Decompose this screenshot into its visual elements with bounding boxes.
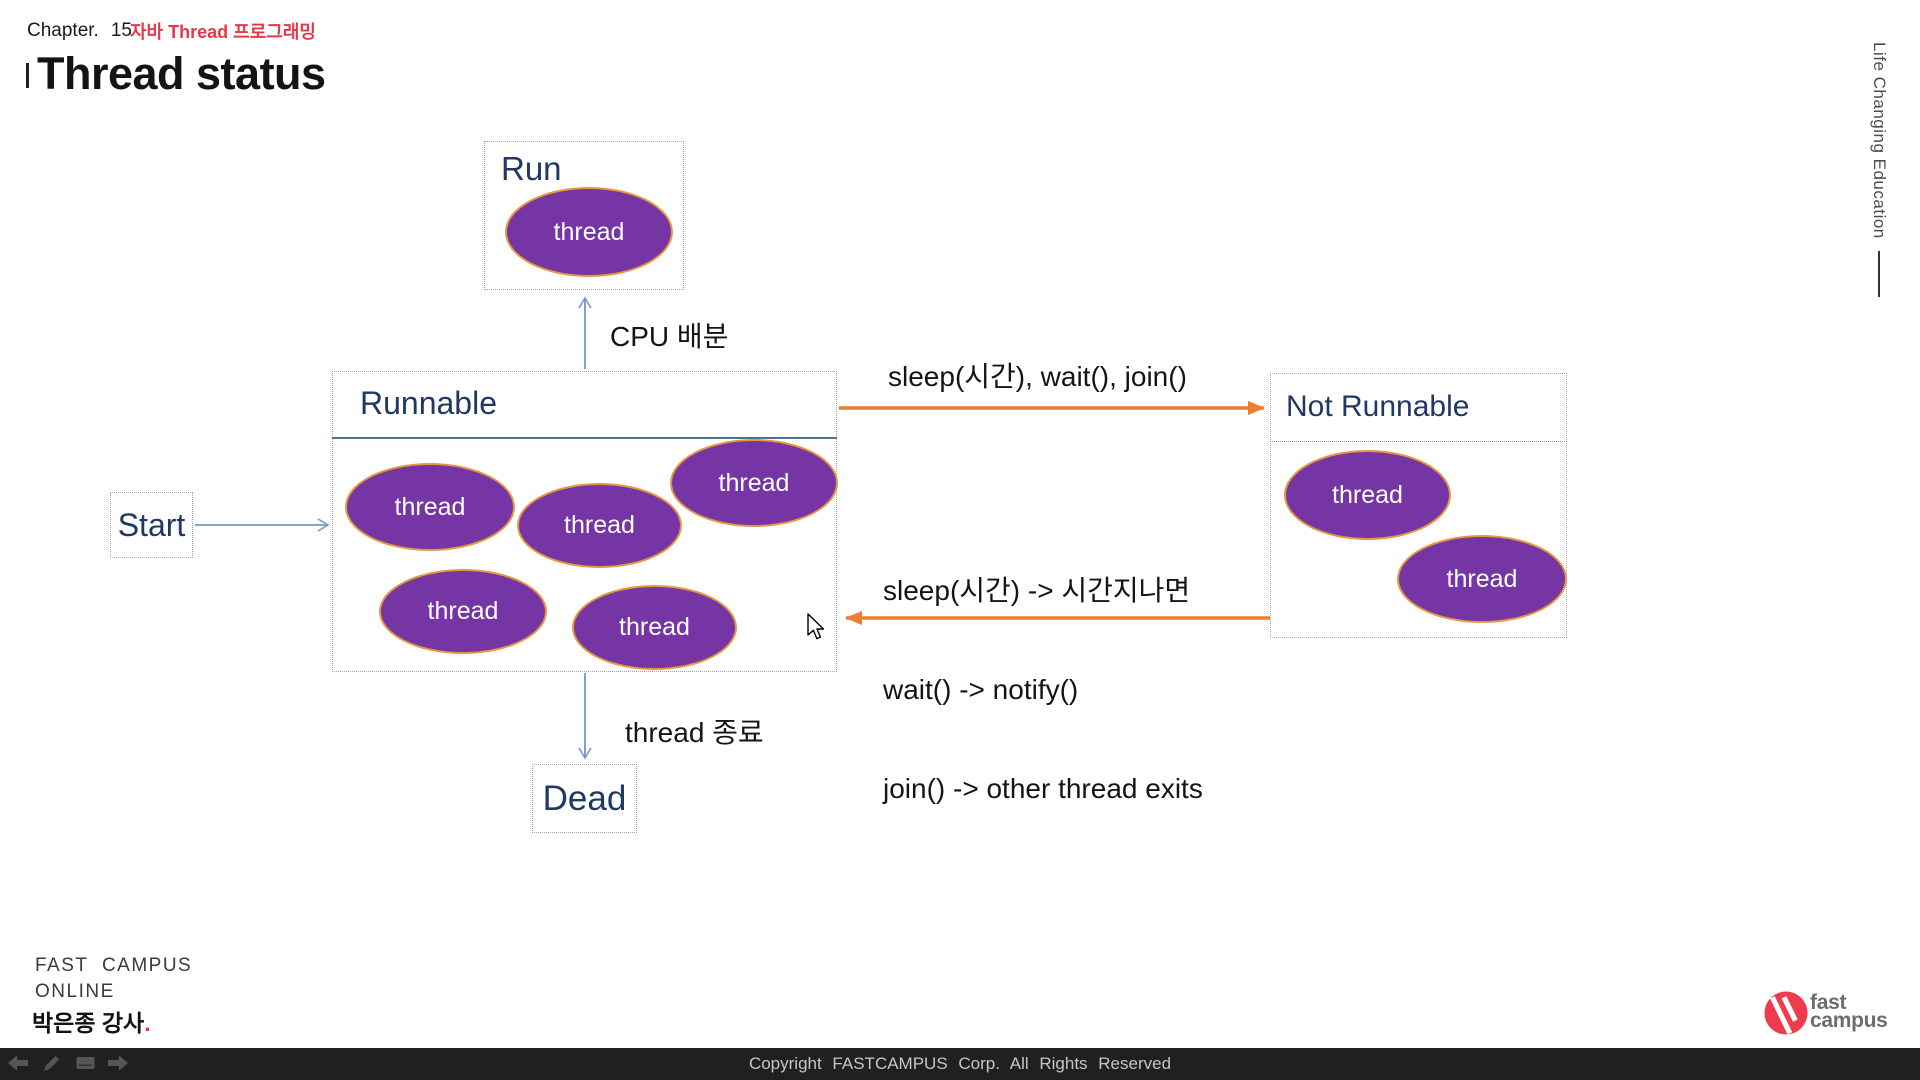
fastcampus-logo-mark <box>1764 991 1808 1035</box>
thread-label: thread <box>427 597 499 625</box>
brand-line-1: FAST CAMPUS <box>35 955 193 976</box>
thread-ellipse: thread <box>505 187 673 277</box>
eraser-button[interactable] <box>73 1052 97 1074</box>
start-state-box: Start <box>110 492 193 558</box>
back-icon <box>8 1055 28 1071</box>
instructor-text: 박은종 강사 <box>32 1010 145 1036</box>
chapter-line: Chapter. 15 <box>27 20 132 42</box>
dead-state-label: Dead <box>542 779 627 818</box>
thread-label: thread <box>394 492 466 521</box>
thread-label: thread <box>1332 480 1403 509</box>
instructor-name: 박은종 강사. <box>32 1012 151 1035</box>
mouse-cursor <box>807 613 825 640</box>
runnable-state-title: Runnable <box>360 385 497 421</box>
wake-condition-line: wait() -> notify() <box>883 674 1079 705</box>
vertical-tagline: Life Changing Education <box>1869 42 1889 297</box>
chapter-number: 15 <box>110 20 132 41</box>
thread-label: thread <box>1446 564 1518 593</box>
chapter-label: Chapter. <box>27 20 99 41</box>
brand-line-2: ONLINE <box>35 981 115 1002</box>
eraser-icon <box>76 1057 94 1069</box>
pencil-button[interactable] <box>40 1052 64 1074</box>
title-accent-bar <box>26 63 29 88</box>
thread-ellipse: thread <box>670 439 838 527</box>
not-runnable-divider <box>1270 441 1567 442</box>
runnable-divider <box>332 437 837 439</box>
logo-word-campus: campus <box>1810 1009 1888 1032</box>
copyright-text: Copyright FASTCAMPUS Corp. All Rights Re… <box>748 1054 1172 1073</box>
wake-condition-line: sleep(시간) -> 시간지나면 <box>883 575 1191 606</box>
dead-state-box: Dead <box>532 764 637 833</box>
thread-ellipse: thread <box>345 463 515 551</box>
thread-ellipse: thread <box>1284 450 1451 540</box>
tagline-text: Life Changing Education <box>1870 42 1889 239</box>
thread-ellipse: thread <box>1397 535 1567 623</box>
thread-ellipse: thread <box>517 483 682 568</box>
thread-label: thread <box>619 613 690 641</box>
not-runnable-state-title: Not Runnable <box>1286 390 1470 423</box>
cpu-dispatch-label: CPU 배분 <box>610 321 729 352</box>
tagline-dash <box>1878 250 1880 297</box>
thread-ellipse: thread <box>379 569 547 654</box>
thread-ellipse: thread <box>572 585 737 670</box>
fastcampus-logo-text: fast campus <box>1810 991 1888 1032</box>
thread-label: thread <box>564 511 635 539</box>
terminate-label: thread 종료 <box>625 717 764 748</box>
fastcampus-logo <box>1763 990 1913 1038</box>
forward-icon <box>108 1055 128 1071</box>
start-state-label: Start <box>117 507 186 543</box>
forward-button[interactable] <box>106 1052 130 1074</box>
thread-label: thread <box>553 217 625 246</box>
back-button[interactable] <box>6 1052 30 1074</box>
page-title: Thread status <box>37 48 326 99</box>
pencil-icon <box>44 1056 59 1071</box>
course-title: 자바 Thread 프로그래밍 <box>130 22 316 42</box>
run-state-title: Run <box>501 150 562 187</box>
logo-word-fast: fast <box>1810 991 1847 1014</box>
wake-conditions-block: sleep(시간) -> 시간지나면 wait() -> notify() jo… <box>883 508 1203 871</box>
wake-condition-line: join() -> other thread exits <box>883 773 1203 804</box>
player-bar <box>0 1048 1920 1080</box>
instructor-period: . <box>144 1010 151 1036</box>
to-not-runnable-label: sleep(시간), wait(), join() <box>888 361 1187 392</box>
thread-label: thread <box>718 468 790 497</box>
